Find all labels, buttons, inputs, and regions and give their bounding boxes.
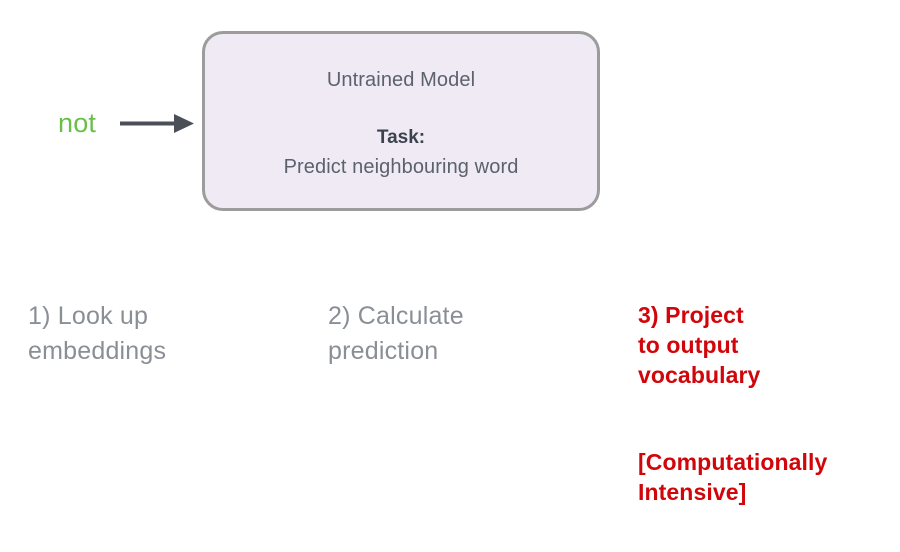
step-note-computationally-intensive: [Computationally Intensive]	[638, 449, 828, 505]
step-label-calculate-prediction: 2) Calculate prediction	[328, 302, 464, 365]
step-label-project-to-output-vocabulary: 3) Project to output vocabulary	[638, 302, 761, 388]
model-task-label: Task:	[376, 127, 426, 148]
model-task-value: Predict neighbouring word	[283, 156, 519, 178]
untrained-model-box: Untrained Model Task: Predict neighbouri…	[202, 31, 600, 211]
arrow-right-icon	[118, 110, 198, 138]
step-label-lookup-embeddings: 1) Look up embeddings	[28, 302, 167, 365]
input-word-not: not	[58, 108, 97, 138]
model-title: Untrained Model	[326, 69, 476, 91]
